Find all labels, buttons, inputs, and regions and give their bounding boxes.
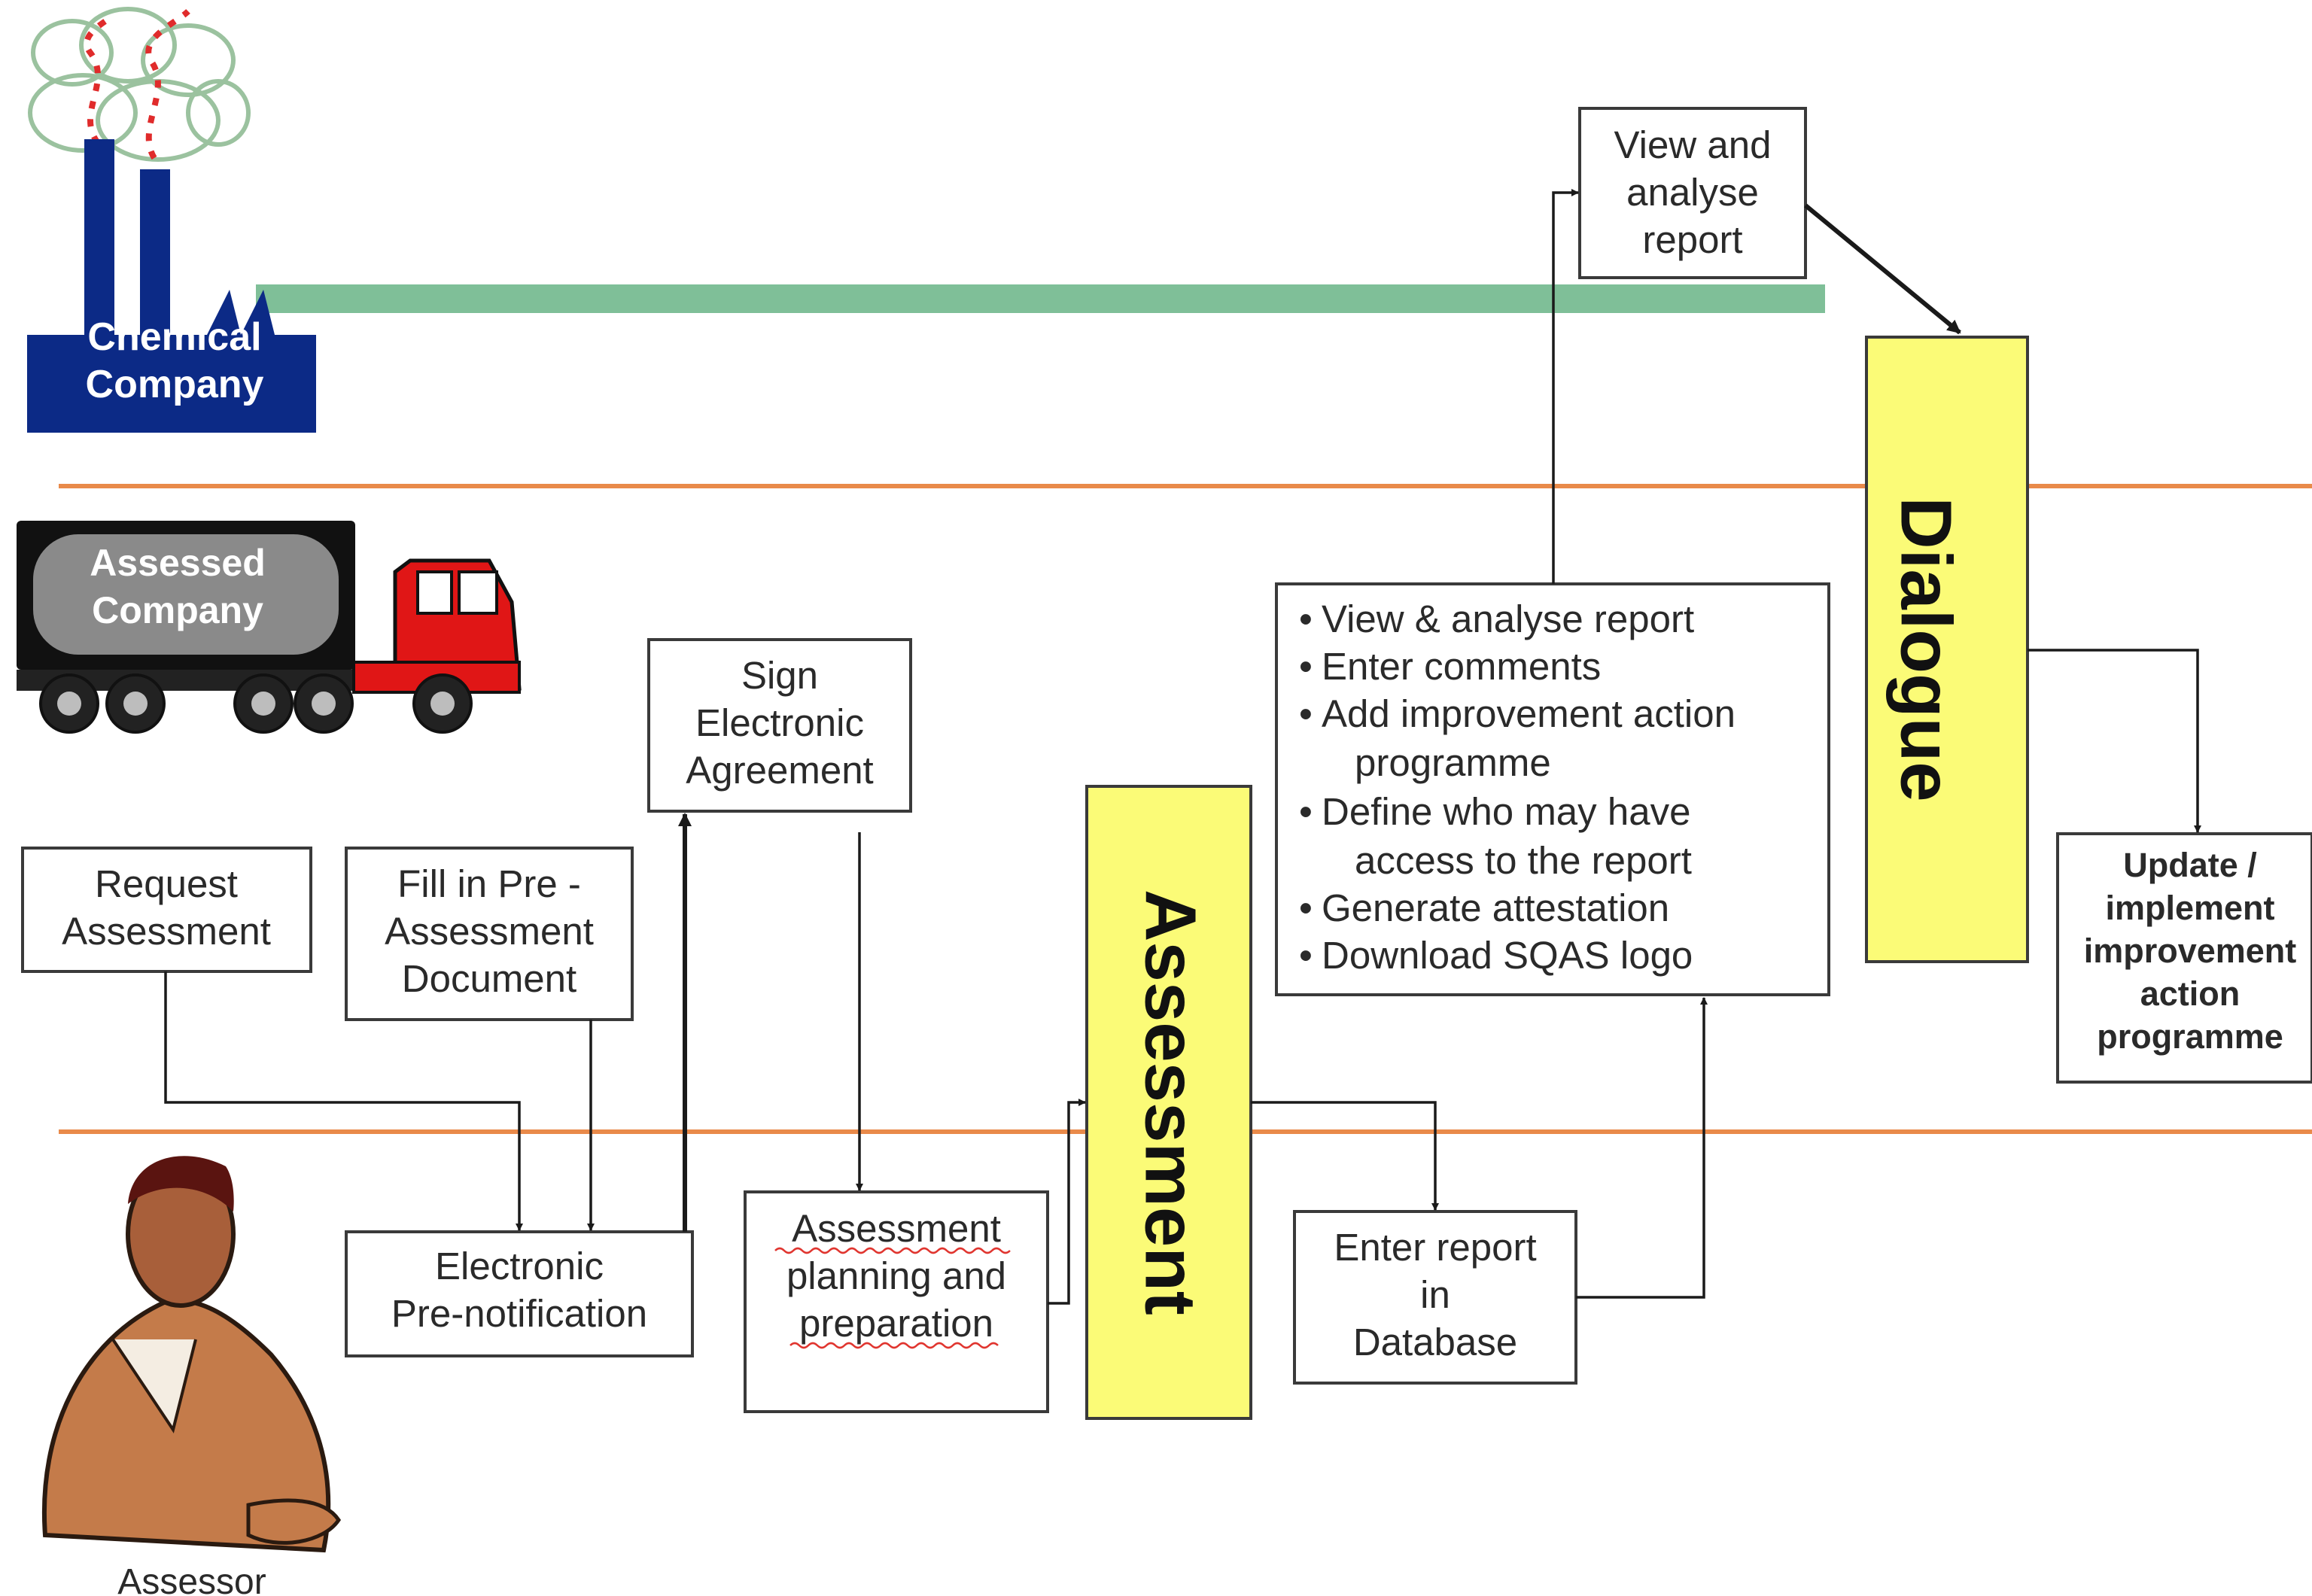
action-item-text: Enter comments	[1322, 645, 1601, 688]
sign-agreement-box	[647, 638, 912, 813]
action-item-text: Download SQAS logo	[1322, 934, 1693, 977]
assessment-planning-box	[744, 1190, 1049, 1413]
update-line5: programme	[2097, 1017, 2283, 1056]
view-analyse-line3: report	[1642, 218, 1742, 261]
action-item: •	[1299, 934, 1313, 977]
enter-report-line1: Enter report	[1334, 1226, 1536, 1269]
action-item-text: View & analyse report	[1322, 597, 1694, 640]
pre-notification-line1: Electronic	[435, 1245, 604, 1287]
action-item-text: Define who may have	[1322, 790, 1690, 833]
sign-agreement-line1: Sign	[741, 654, 818, 697]
spellcheck-underline	[789, 1342, 999, 1349]
fill-in-pre-assessment-box	[345, 847, 634, 1021]
action-item: •	[1299, 692, 1313, 735]
update-line1: Update /	[2123, 846, 2257, 884]
action-item-text: access to the report	[1355, 839, 1692, 882]
fill-in-line3: Document	[402, 957, 576, 1000]
connector-dialogue-to-update	[2028, 649, 2201, 833]
pre-notification-line2: Pre-notification	[391, 1292, 647, 1335]
dialogue-box	[1865, 336, 2029, 963]
view-analyse-report-box	[1578, 107, 1807, 279]
enter-report-line3: Database	[1353, 1321, 1517, 1363]
view-analyse-line1: View and	[1614, 123, 1772, 166]
assessment-box	[1085, 785, 1252, 1420]
view-analyse-line2: analyse	[1626, 171, 1759, 214]
fill-in-line2: Assessment	[385, 910, 594, 953]
planning-line1: Assessment	[792, 1207, 1001, 1250]
update-line4: action	[2140, 974, 2241, 1013]
assessor-label: Assessor	[117, 1562, 266, 1596]
sign-agreement-line3: Agreement	[686, 749, 873, 792]
report-actions-list: • View & analyse report • Enter comments…	[1299, 597, 1736, 977]
connector-planning-to-assessment	[1048, 1099, 1086, 1305]
connector-actions-to-view-report	[1552, 189, 1579, 584]
request-assessment-box	[21, 847, 312, 973]
enter-report-box	[1293, 1210, 1577, 1385]
request-line2: Assessment	[62, 910, 271, 953]
connector-assessment-to-enter-report	[1251, 1101, 1439, 1211]
action-item-text: programme	[1355, 741, 1551, 784]
fill-in-line1: Fill in Pre -	[397, 862, 581, 905]
action-item-text: Add improvement action	[1322, 692, 1736, 735]
action-item: •	[1299, 645, 1313, 688]
update-line3: improvement	[2084, 932, 2297, 970]
planning-line2: planning and	[786, 1254, 1006, 1297]
update-implement-box	[2056, 832, 2312, 1084]
connector-view-report-to-dialogue	[1804, 203, 1961, 335]
sign-agreement-line2: Electronic	[695, 701, 864, 744]
action-item-text: Generate attestation	[1322, 886, 1669, 929]
factory-icon: Chemical Company	[27, 7, 316, 433]
update-line2: implement	[2105, 889, 2274, 927]
request-line1: Request	[95, 862, 238, 905]
action-item: •	[1299, 886, 1313, 929]
enter-report-line2: in	[1420, 1273, 1450, 1316]
assessor-person-icon	[42, 1156, 342, 1553]
dialogue-label: Dialogue	[1886, 497, 1967, 801]
connector-request-to-prenotification	[164, 971, 523, 1231]
pre-notification-box	[345, 1230, 694, 1357]
spellcheck-underline	[774, 1247, 1011, 1254]
connector-enter-report-to-actions	[1576, 997, 1708, 1299]
chemical-company-label-line2: Company	[86, 363, 264, 406]
action-item: •	[1299, 597, 1313, 640]
planning-line3: preparation	[799, 1302, 993, 1345]
report-actions-box	[1275, 582, 1830, 996]
truck-icon: Assessed Company	[17, 521, 522, 734]
chemical-company-bar	[256, 284, 1825, 313]
action-item: •	[1299, 790, 1313, 833]
assessment-label: Assessment	[1130, 889, 1211, 1315]
chemical-company-label-line1: Chemical	[87, 315, 261, 359]
assessed-company-label-line1: Assessed	[90, 542, 266, 584]
assessed-company-label-line2: Company	[92, 589, 263, 631]
